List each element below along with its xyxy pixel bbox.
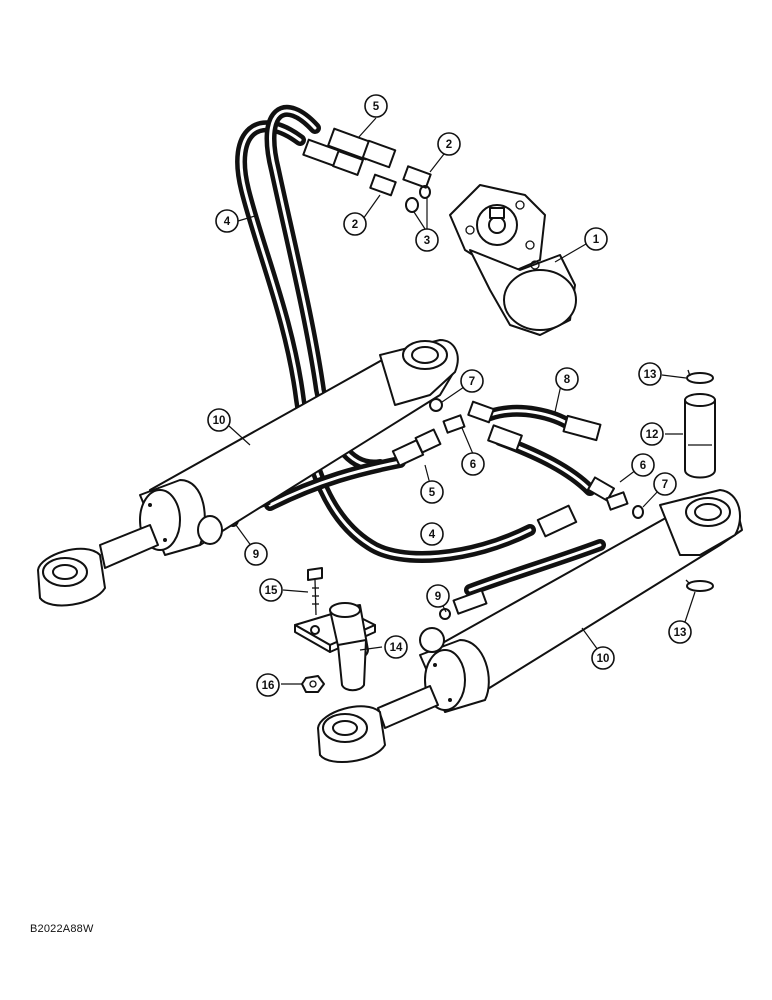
svg-text:3: 3 — [424, 235, 430, 247]
svg-text:14: 14 — [390, 642, 403, 654]
svg-text:4: 4 — [429, 529, 436, 541]
svg-text:5: 5 — [373, 101, 380, 113]
callout-13a: 13 — [638, 362, 662, 386]
steering-control-valve — [449, 184, 577, 336]
callout-9a: 9 — [244, 542, 268, 566]
figure-code: B2022A88W — [30, 923, 94, 935]
svg-text:2: 2 — [446, 139, 452, 151]
callout-10b: 10 — [591, 646, 615, 670]
fittings — [227, 127, 644, 620]
cylinder-left — [37, 339, 459, 607]
svg-text:6: 6 — [640, 460, 646, 472]
callout-2a: 2 — [437, 132, 461, 156]
callout-14: 14 — [384, 635, 408, 659]
svg-text:13: 13 — [644, 369, 657, 381]
svg-text:7: 7 — [469, 376, 475, 388]
svg-text:9: 9 — [435, 591, 441, 603]
svg-text:8: 8 — [564, 374, 571, 386]
svg-text:4: 4 — [224, 216, 231, 228]
nut — [301, 675, 325, 693]
callout-10a: 10 — [207, 408, 231, 432]
svg-text:5: 5 — [429, 487, 436, 499]
svg-text:1: 1 — [593, 234, 600, 246]
callout-5b: 5 — [420, 480, 444, 504]
svg-text:10: 10 — [213, 415, 226, 427]
callout-9b: 9 — [426, 584, 450, 608]
svg-text:12: 12 — [646, 429, 659, 441]
callout-12: 12 — [640, 422, 664, 446]
svg-text:16: 16 — [262, 680, 275, 692]
cylinder-right — [317, 489, 743, 763]
callout-7a: 7 — [460, 369, 484, 393]
callout-5a: 5 — [364, 94, 388, 118]
svg-text:13: 13 — [674, 627, 687, 639]
callout-4a: 4 — [215, 209, 239, 233]
pivot-pin — [294, 602, 376, 692]
svg-text:9: 9 — [253, 549, 259, 561]
svg-text:7: 7 — [662, 479, 668, 491]
callout-13b: 13 — [668, 620, 692, 644]
bolt — [307, 567, 323, 616]
retaining-rings — [685, 369, 714, 592]
svg-text:15: 15 — [265, 585, 278, 597]
svg-text:6: 6 — [470, 459, 476, 471]
callout-1: 1 — [584, 227, 608, 251]
cylinder-pin — [684, 393, 716, 479]
callout-6b: 6 — [631, 453, 655, 477]
svg-text:2: 2 — [352, 219, 358, 231]
callout-15: 15 — [259, 578, 283, 602]
svg-text:10: 10 — [597, 653, 610, 665]
callout-16: 16 — [256, 673, 280, 697]
callout-7b: 7 — [653, 472, 677, 496]
callout-4b: 4 — [420, 522, 444, 546]
callout-6a: 6 — [461, 452, 485, 476]
callout-8: 8 — [555, 367, 579, 391]
callout-3: 3 — [415, 228, 439, 252]
callout-2b: 2 — [343, 212, 367, 236]
